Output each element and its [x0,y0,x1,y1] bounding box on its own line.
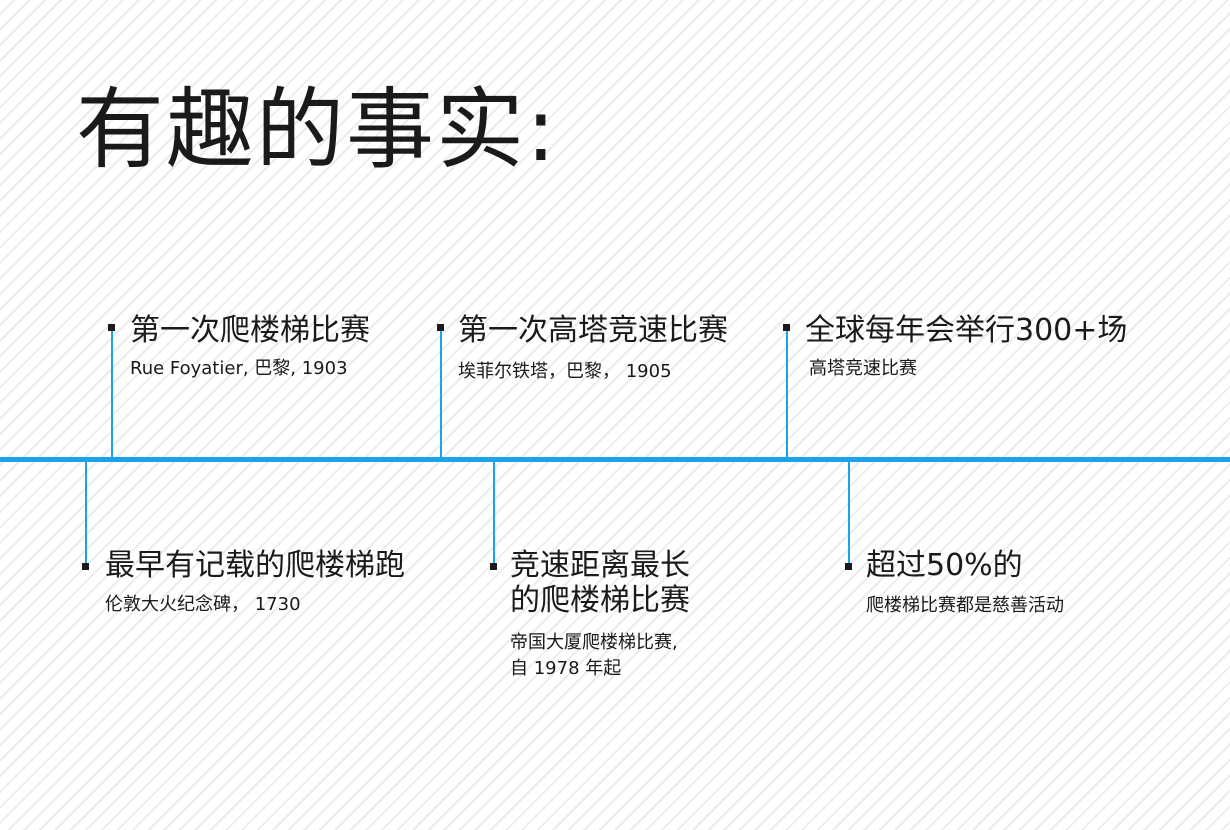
timeline-marker-6 [845,563,852,570]
event-2-subtitle: 埃菲尔铁塔，巴黎， 1905 [458,361,672,382]
timeline-stem-5 [493,460,495,566]
event-3-title: 全球每年会举行300+场 [805,313,1128,348]
event-3-subtitle: 高塔竞速比赛 [809,358,917,379]
timeline-stem-3 [786,330,788,459]
event-6-subtitle: 爬楼梯比赛都是慈善活动 [866,595,1064,616]
timeline-marker-5 [490,563,497,570]
event-6-title: 超过50%的 [866,548,1023,583]
event-1-subtitle: Rue Foyatier, 巴黎, 1903 [130,358,348,379]
event-2-title: 第一次高塔竞速比赛 [458,313,728,348]
event-5-subtitle-line-2: 自 1978 年起 [510,658,622,679]
page-title: 有趣的事实: [76,78,558,181]
event-5-title-line-2: 的爬楼梯比赛 [510,583,690,618]
timeline-stem-4 [85,460,87,566]
timeline-marker-4 [82,563,89,570]
event-4-subtitle: 伦敦大火纪念碑， 1730 [105,594,301,615]
timeline-marker-3 [783,324,790,331]
event-4-title: 最早有记载的爬楼梯跑 [105,548,405,583]
timeline-stem-2 [440,330,442,459]
timeline-marker-2 [437,324,444,331]
timeline-axis [0,457,1230,462]
timeline-stem-1 [111,330,113,459]
timeline-stem-6 [848,460,850,566]
timeline-marker-1 [108,324,115,331]
event-1-title: 第一次爬楼梯比赛 [130,313,370,348]
event-5-title-line-1: 竞速距离最长 [510,548,690,583]
event-5-subtitle-line-1: 帝国大厦爬楼梯比赛, [510,632,678,653]
